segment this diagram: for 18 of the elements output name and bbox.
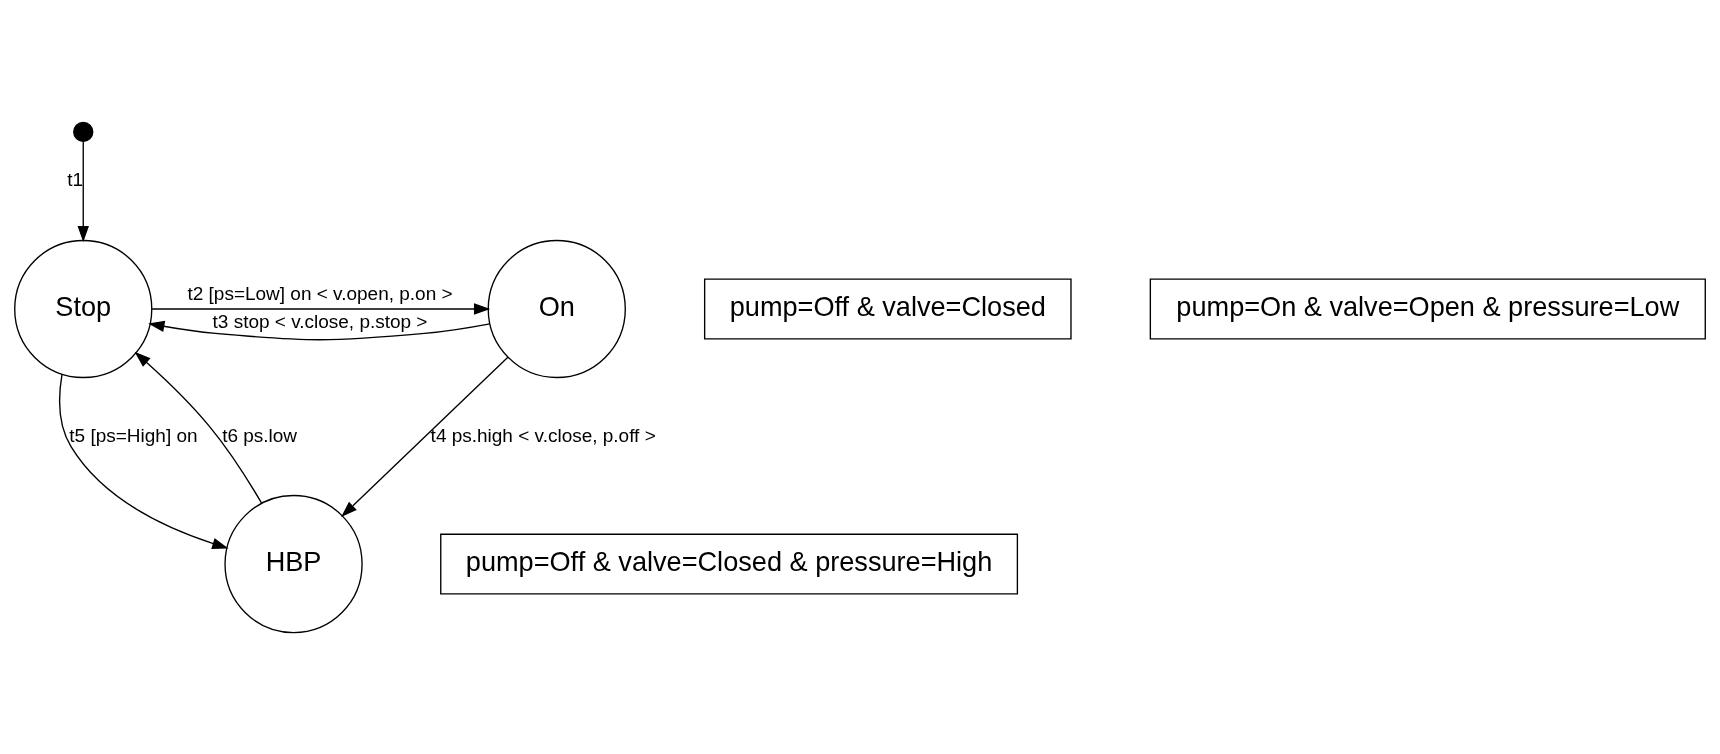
edge-label: t1	[67, 168, 84, 190]
node-circle	[73, 121, 94, 142]
node-circle: HBP	[224, 494, 363, 633]
edge-label: t3 stop < v.close, p.stop >	[212, 310, 428, 332]
node-circle: On	[487, 239, 626, 378]
edge-label: t6 ps.low	[222, 424, 298, 446]
node-box: pump=Off & valve=Closed	[703, 277, 1072, 339]
arrow	[148, 320, 491, 340]
arrow	[151, 302, 491, 315]
node-box: pump=Off & valve=Closed & pressure=High	[440, 533, 1019, 595]
arrow	[134, 351, 263, 504]
edge-label: t2 [ps=Low] on < v.open, p.on >	[187, 282, 453, 304]
edge-label: t5 [ps=High] on	[69, 424, 198, 446]
arrow	[77, 140, 89, 242]
node-box: pump=On & valve=Open & pressure=Low	[1149, 277, 1706, 339]
arrow	[58, 373, 229, 549]
arrow	[341, 356, 509, 517]
edge-label: t4 ps.high < v.close, p.off >	[430, 424, 656, 446]
